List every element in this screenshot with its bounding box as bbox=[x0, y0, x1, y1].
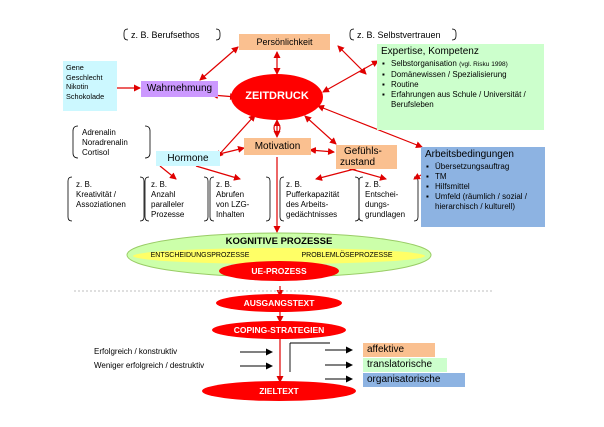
example-line: dungs- bbox=[365, 200, 390, 209]
expertise-item: Domänewissen / Spezialisierung bbox=[382, 70, 540, 80]
example-line: gedächtnisses bbox=[286, 210, 338, 219]
example-line: z. B. bbox=[216, 180, 233, 189]
example-line: z. B. bbox=[286, 180, 303, 189]
hormone-substances: Adrenalin Noradrenalin Cortisol bbox=[82, 128, 128, 158]
emotion-label: Gefühls- bbox=[344, 146, 382, 157]
work-conditions-box: Arbeitsbedingungen Übersetzungsauftrag T… bbox=[421, 147, 545, 227]
perception-input: Gene bbox=[66, 63, 84, 72]
perception-box: Wahrnehmung bbox=[141, 81, 218, 97]
example-brackets bbox=[67, 28, 457, 222]
work-conditions-list: Übersetzungsauftrag TM Hilfsmittel Umfel… bbox=[425, 162, 541, 212]
example-line: Pufferkapazität bbox=[286, 190, 340, 199]
decision-processes-label: ENTSCHEIDUNGSPROZESSE bbox=[150, 252, 250, 259]
coping-label: COPING-STRATEGIEN bbox=[233, 325, 325, 335]
hormone-substance: Cortisol bbox=[82, 148, 110, 157]
work-conditions-item: Übersetzungsauftrag bbox=[426, 162, 541, 172]
example-line: z. B. bbox=[151, 180, 168, 189]
target-text-ellipse bbox=[202, 381, 356, 401]
expertise-item: Routine bbox=[382, 80, 540, 90]
cognitive-inner-ellipse bbox=[133, 248, 425, 264]
cognitive-title: KOGNITIVE PROZESSE bbox=[225, 236, 333, 247]
work-conditions-title: Arbeitsbedingungen bbox=[425, 149, 514, 160]
personality-box: Persönlichkeit bbox=[239, 34, 330, 50]
hormone-substance: Noradrenalin bbox=[82, 138, 128, 147]
coping-branches bbox=[240, 342, 353, 383]
hormones-box: Hormone bbox=[156, 151, 220, 166]
example-column: z. B. Abrufen von LZG- Inhalten bbox=[216, 180, 249, 220]
example-column: z. B. Anzahl paralleler Prozesse bbox=[151, 180, 184, 220]
perception-input: Schokolade bbox=[66, 91, 105, 101]
work-conditions-item: Umfeld (räumlich / sozial / hierarchisch… bbox=[426, 192, 543, 212]
coping-type-translational: translatorische bbox=[363, 358, 447, 372]
coping-outcome: Weniger erfolgreich / destruktiv bbox=[94, 361, 205, 370]
coping-ellipse bbox=[212, 321, 346, 339]
expertise-list: Selbstorganisation (vgl. Risku 1998) Dom… bbox=[381, 59, 540, 110]
coping-type-organizational: organisatorische bbox=[363, 373, 465, 387]
personality-example-right: z. B. Selbstvertrauen bbox=[357, 30, 441, 40]
target-text-label: ZIELTEXT bbox=[259, 386, 299, 396]
hormone-substance: Adrenalin bbox=[82, 128, 116, 137]
example-column: z. B. Kreativität / Assoziationen bbox=[76, 180, 126, 210]
personality-example-left: z. B. Berufsethos bbox=[131, 30, 200, 40]
ue-process-ellipse bbox=[219, 261, 339, 281]
emotion-label: zustand bbox=[340, 157, 376, 168]
emotion-box: Gefühls- zustand bbox=[336, 145, 397, 169]
example-line: des Arbeits- bbox=[286, 200, 329, 209]
example-line: z. B. bbox=[365, 180, 382, 189]
work-conditions-item: Hilfsmittel bbox=[426, 182, 541, 192]
example-line: von LZG- bbox=[216, 200, 250, 209]
coping-outcome: Erfolgreich / konstruktiv bbox=[94, 347, 178, 356]
example-line: grundlagen bbox=[365, 210, 406, 219]
example-column: z. B. Entschei- dungs- grundlagen bbox=[365, 180, 405, 220]
example-line: Assoziationen bbox=[76, 200, 126, 209]
example-line: paralleler bbox=[151, 200, 184, 209]
ue-process-label: UE-PROZESS bbox=[251, 266, 307, 276]
perception-input: Geschlecht bbox=[66, 72, 103, 82]
example-line: Kreativität / bbox=[76, 190, 117, 199]
output-text-ellipse bbox=[216, 294, 342, 312]
example-column: z. B. Pufferkapazität des Arbeits- gedäc… bbox=[286, 180, 339, 220]
coping-type-affective: affektive bbox=[363, 343, 435, 357]
example-line: Prozesse bbox=[151, 210, 185, 219]
example-line: Abrufen bbox=[216, 190, 245, 199]
example-line: z. B. bbox=[76, 180, 93, 189]
example-line: Inhalten bbox=[216, 210, 245, 219]
expertise-box: Expertise, Kompetenz Selbstorganisation … bbox=[377, 44, 544, 130]
expertise-item: Selbstorganisation (vgl. Risku 1998) bbox=[382, 59, 540, 70]
motivation-box: Motivation bbox=[244, 138, 311, 155]
example-line: Entschei- bbox=[365, 190, 399, 199]
perception-input: Nikotin bbox=[66, 82, 89, 91]
expertise-item: Erfahrungen aus Schule / Universität / B… bbox=[382, 90, 531, 110]
motivation-link-dot bbox=[273, 122, 281, 134]
expertise-title: Expertise, Kompetenz bbox=[381, 46, 479, 57]
work-conditions-item: TM bbox=[426, 172, 541, 182]
output-text-label: AUSGANGSTEXT bbox=[243, 298, 315, 308]
example-line: Anzahl bbox=[151, 190, 176, 199]
perception-inputs-box: Gene Geschlecht Nikotin Schokolade bbox=[63, 61, 117, 111]
zeitdruck-ellipse bbox=[231, 74, 323, 120]
zeitdruck-label: ZEITDRUCK bbox=[245, 90, 309, 102]
problem-solving-label: PROBLEMLÖSEPROZESSE bbox=[301, 252, 393, 259]
